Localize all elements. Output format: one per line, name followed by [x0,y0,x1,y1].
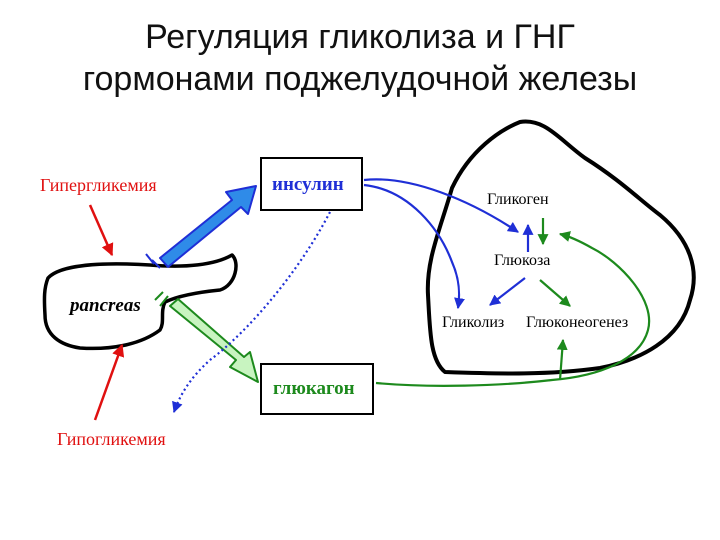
glycogen-label: Гликоген [487,191,549,208]
insulin-to-glycolysis-arrow [363,183,465,310]
hyperglycemia-label: Гипергликемия [40,175,157,195]
title-line-1: Регуляция гликолиза и ГНГ [145,18,575,56]
glucose-to-gluconeogenesis-arrow [539,279,571,307]
insulin-inhibits-glucagon-line [172,211,331,414]
title-line-2: гормонами поджелудочной железы [82,60,638,98]
glucagon-label: глюкагон [273,378,355,399]
hyperglycemia-arrow [88,204,114,257]
glucagon-to-gluconeogenesis-arrow [556,338,568,381]
glucagon-secretion-arrow [154,291,259,383]
insulin-box [260,157,363,211]
glucose-to-glycolysis-arrow [489,277,526,306]
gluconeogenesis-label: Глюконеогенез [526,314,628,331]
glucagon-box [260,363,374,415]
pancreas-label: pancreas [68,295,141,316]
glucagon-effects-line [375,231,651,387]
pancreas-outline [42,253,238,351]
glycolysis-label: Гликолиз [442,314,504,331]
hypoglycemia-arrow [93,343,125,421]
glucose-label: Глюкоза [494,252,550,269]
liver-outline [425,119,696,376]
slide-title: Регуляция гликолиза и ГНГ гормонами подж… [0,16,720,100]
insulin-secretion-arrow [145,185,257,269]
hypoglycemia-label: Гипогликемия [57,429,166,449]
insulin-label: инсулин [272,174,344,195]
insulin-to-glycogen-arrow [363,178,519,233]
